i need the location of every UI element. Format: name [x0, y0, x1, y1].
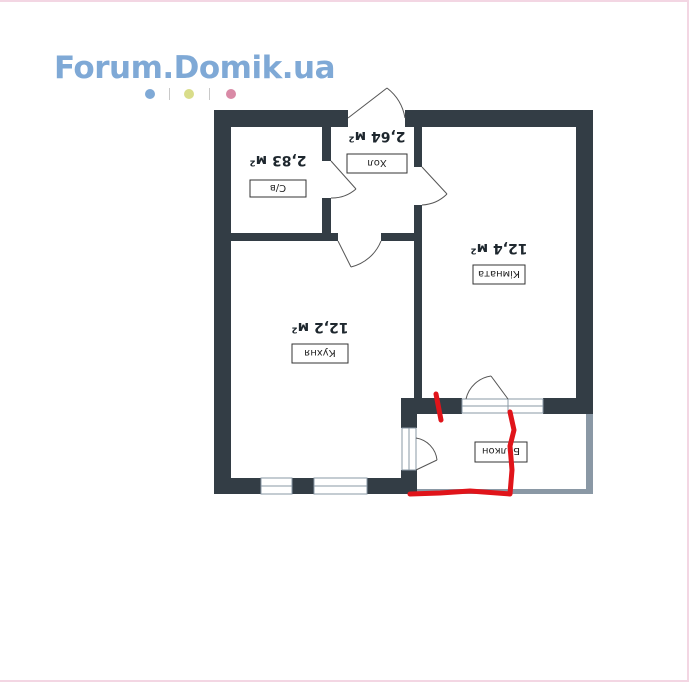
kitchen-name-box	[291, 343, 349, 364]
logo-dot-yellow	[184, 89, 194, 99]
balcony-label-group: Балкон	[474, 441, 528, 463]
entrance-door	[347, 87, 406, 119]
wall-hall-room	[414, 205, 422, 400]
wall-south-left	[214, 478, 261, 494]
bathroom-label-group: С/в 2,83 м²	[249, 152, 307, 198]
room-label-group: Кімната 12,4 м²	[471, 240, 528, 285]
wall-south-right	[367, 478, 417, 494]
logo-dot-pink	[226, 89, 236, 99]
wall-west	[214, 110, 231, 494]
wall-north-left	[214, 110, 348, 127]
kitchen-window-right	[313, 477, 368, 495]
room-area: 12,4 м²	[471, 240, 528, 256]
wall-east	[576, 110, 593, 414]
room-door	[421, 166, 448, 206]
wall-north-right	[405, 110, 593, 127]
kitchen-area: 12,2 м²	[292, 319, 349, 335]
wall-bath-hall-lower	[322, 198, 331, 240]
logo-separator	[209, 88, 210, 100]
wall-room-south-right	[543, 398, 593, 414]
bathroom-area: 2,83 м²	[250, 152, 307, 168]
wall-bath-kitchen	[231, 233, 338, 241]
wall-kitchen-balcony	[401, 398, 417, 428]
hall-label-group: Хол 2,64 м²	[346, 128, 408, 174]
kitchen-balcony-window	[401, 427, 417, 471]
site-logo[interactable]: Forum.Domik.ua	[54, 50, 336, 86]
room-name-box	[472, 264, 526, 285]
logo-dots	[143, 88, 243, 100]
bathroom-name: С/в	[270, 182, 286, 193]
hall-name: Хол	[367, 157, 386, 168]
balcony-door	[465, 375, 509, 400]
kitchen-name: Кухня	[304, 347, 336, 358]
logo-separator	[169, 88, 170, 100]
red-marker-line	[407, 391, 517, 497]
bathroom-door	[330, 160, 357, 199]
room-balcony-window	[461, 398, 544, 414]
kitchen-door	[337, 240, 382, 268]
kitchen-window-left	[260, 477, 293, 495]
logo-dot-blue	[145, 89, 155, 99]
room-name: Кімната	[478, 268, 520, 280]
hall-name-box	[346, 153, 408, 174]
bathroom-name-box	[249, 179, 307, 198]
kitchen-balcony-door	[415, 437, 438, 471]
hall-area: 2,64 м²	[349, 128, 406, 144]
balcony-name: Балкон	[482, 445, 520, 456]
balcony-name-box	[474, 441, 528, 463]
wall-hall-room-upper	[414, 127, 422, 167]
wall-hall-kitchen	[381, 233, 417, 241]
kitchen-label-group: Кухня 12,2 м²	[291, 319, 349, 364]
wall-bath-hall	[322, 127, 331, 161]
wall-south-mid	[292, 478, 314, 494]
